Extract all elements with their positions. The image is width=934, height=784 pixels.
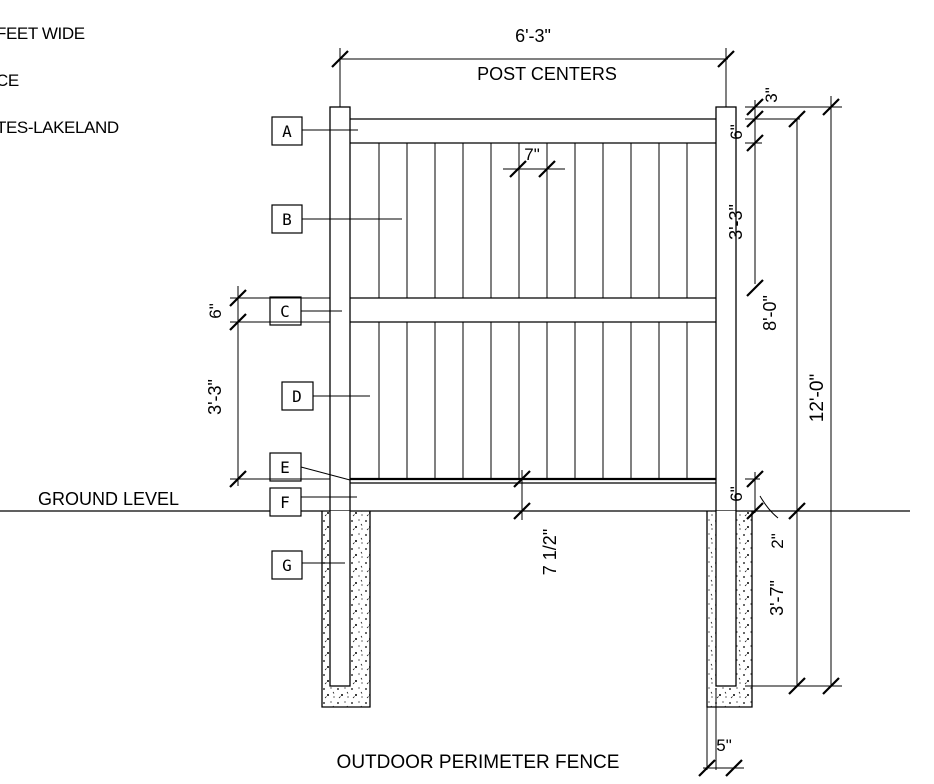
dim-width-caption: POST CENTERS (477, 64, 617, 84)
dim-mid-rail: 6" (206, 303, 225, 319)
ground-level-label: GROUND LEVEL (38, 489, 179, 509)
dim-below-grade: 2" (768, 533, 787, 549)
callout-b: B (271, 204, 402, 234)
note-location: TES-LAKELAND (0, 118, 119, 137)
svg-text:D: D (292, 387, 302, 406)
dim-overall: 12'-0" (807, 374, 828, 422)
dim-rail-top: 6" (727, 124, 746, 140)
dim-bottom-gap: 7 1/2" (540, 529, 560, 575)
upper-pickets (378, 143, 688, 298)
footing-right (706, 511, 753, 708)
note-width: FEET WIDE (0, 24, 85, 43)
svg-text:B: B (282, 210, 292, 229)
callout-g: G (271, 550, 345, 580)
callout-f: F (269, 487, 357, 517)
dim-upper-panel: 3'-3" (726, 204, 746, 240)
svg-text:C: C (280, 302, 290, 321)
svg-text:E: E (280, 458, 290, 477)
callout-a: A (271, 116, 358, 146)
callout-c: C (269, 296, 342, 326)
dim-picket-spacing: 7" (524, 145, 540, 164)
note-fence: CE (0, 71, 19, 90)
dim-footing-offset: 5" (716, 736, 732, 755)
svg-text:A: A (282, 122, 292, 141)
drawing-caption: OUTDOOR PERIMETER FENCE (337, 752, 620, 773)
callout-d: D (281, 381, 370, 411)
dim-bottom-rail: 6" (727, 486, 746, 502)
general-notes: FEET WIDE CE TES-LAKELAND (0, 18, 119, 140)
callout-e: E (269, 452, 351, 482)
dimension-ticks (229, 50, 840, 777)
svg-text:F: F (280, 493, 290, 512)
dim-above-ground: 8'-0" (760, 295, 780, 331)
rails (350, 118, 716, 484)
dim-width: 6'-3" (515, 26, 551, 46)
svg-text:G: G (282, 556, 292, 575)
dim-embed: 3'-7" (767, 580, 787, 616)
lower-pickets (378, 322, 688, 479)
footing-left (321, 511, 371, 708)
dim-lower-panel: 3'-3" (205, 379, 225, 415)
dim-top-gap: 3" (762, 87, 781, 103)
